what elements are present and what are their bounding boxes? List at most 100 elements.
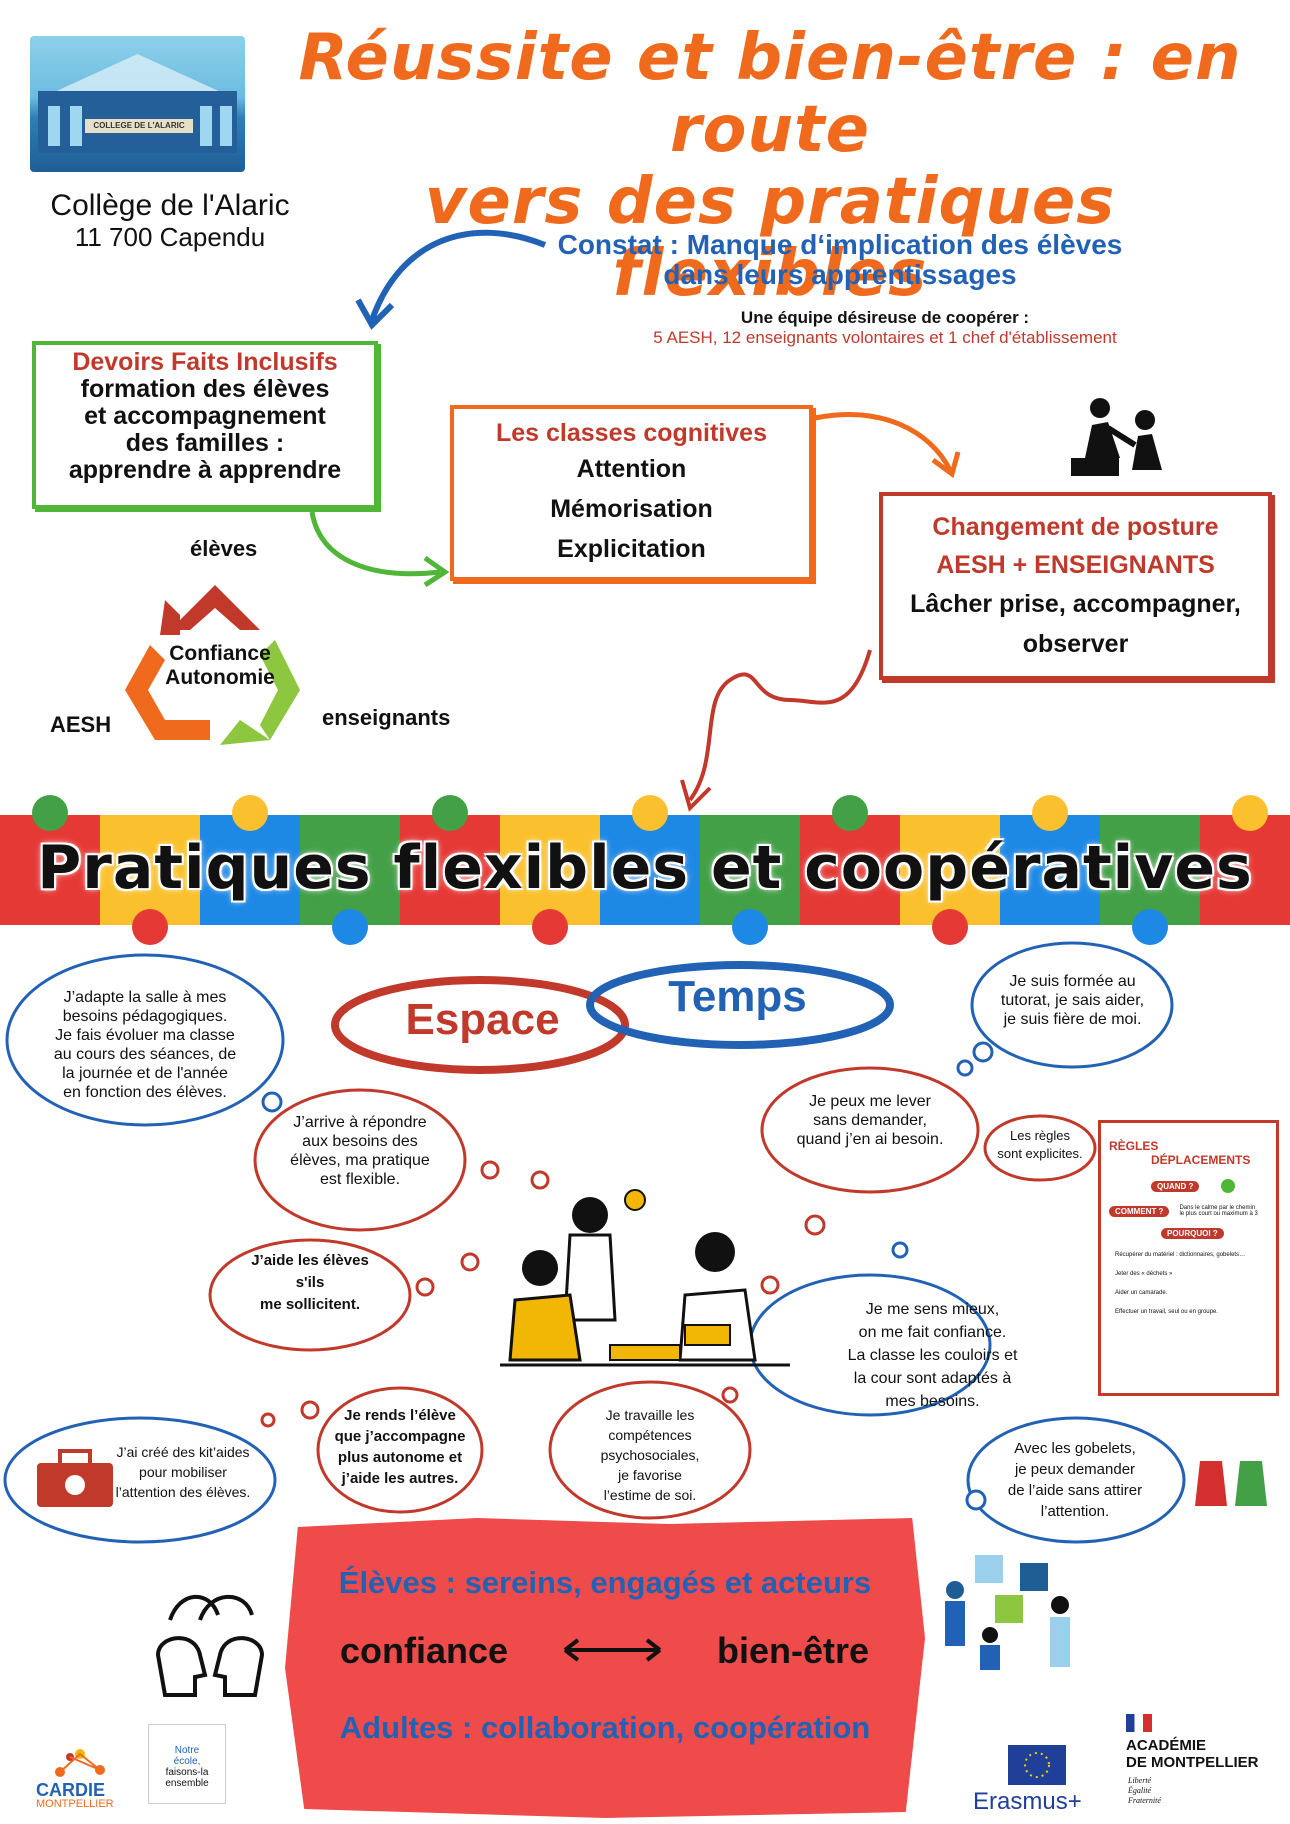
poster-comment-detail: Dans le calme par le chemin le plus cour… [1179, 1205, 1258, 1217]
cloud-line: Je peux me lever [809, 1093, 931, 1110]
cardie-sub: MONTPELLIER [36, 1798, 114, 1810]
two-heads-exchange-icon [155, 1594, 265, 1697]
notre-ecole-line: ensemble [165, 1778, 209, 1789]
cloud-regles: Les règles sont explicites. [990, 1127, 1090, 1163]
motto-line: Fraternité [1128, 1796, 1161, 1805]
notre-ecole-line: faisons-la [165, 1767, 209, 1778]
erasmus-logo: Erasmus+ [973, 1788, 1082, 1815]
students-illustration [500, 1189, 790, 1367]
cloud-line: J’aide les élèves [251, 1252, 369, 1269]
cloud-line: psychosociales, [600, 1447, 700, 1463]
box-devoirs-faits: Devoirs Faits Inclusifs formation des él… [32, 341, 378, 509]
devoirs-line: apprendre à apprendre [68, 456, 342, 484]
cloud-line: Je travaille les [605, 1407, 695, 1423]
cycle-center: Confiance Autonomie [150, 642, 290, 690]
cloud-line: l’attention des élèves. [115, 1484, 251, 1500]
cloud-line: tutorat, je sais aider, [1000, 992, 1145, 1009]
cloud-line: que j’accompagne [334, 1428, 466, 1445]
cloud-line: s'ils [295, 1274, 325, 1291]
conclusion-panel [285, 1518, 925, 1818]
motto-line: Liberté [1128, 1776, 1152, 1785]
espace-temps-rings [331, 961, 894, 1074]
page-title: Réussite et bien-être : en route vers de… [265, 22, 1275, 310]
cups-icon [1195, 1461, 1267, 1506]
double-arrow-icon [563, 1638, 662, 1662]
green-light-icon [1221, 1179, 1236, 1193]
cloud-line: La classe les couloirs et [847, 1347, 1018, 1364]
cloud-line: pour mobiliser [139, 1464, 227, 1480]
cardie-logo: CARDIE [36, 1780, 106, 1800]
school-city: 11 700 Capendu [74, 222, 266, 252]
cloud-line: on me fait confiance. [858, 1324, 1007, 1341]
posture-line: Lâcher prise, accompagner, [910, 590, 1241, 618]
poster-item: Jeter des « déchets » [1115, 1271, 1173, 1277]
box-changement-posture: Changement de posture AESH + ENSEIGNANTS… [879, 492, 1272, 680]
title-line-2: vers des pratiques flexibles [424, 165, 1116, 311]
classes-line: Explicitation [557, 535, 706, 563]
cloud-line: Je rends l’élève [344, 1407, 456, 1424]
classes-line: Mémorisation [550, 495, 713, 523]
cloud-line: au cours des séances, de [53, 1046, 237, 1063]
poster-item: Aider un camarade. [1115, 1290, 1168, 1296]
devoirs-line: et accompagnement [84, 402, 326, 430]
cloud-adapte-salle: J’adapte la salle à mes besoins pédagogi… [35, 988, 255, 1102]
conclusion-confiance: confiance [340, 1630, 509, 1671]
rules-poster: RÈGLES DÉPLACEMENTS QUAND ? COMMENT ? Da… [1098, 1120, 1279, 1396]
constat: Constat : Manque d‘implication des élève… [520, 230, 1160, 290]
poster-title-2: DÉPLACEMENTS [1151, 1153, 1251, 1167]
devoirs-line: des familles : [125, 429, 285, 457]
poster-comment: COMMENT ? [1109, 1205, 1170, 1217]
motto-line: Égalité [1128, 1786, 1152, 1795]
team-info: Une équipe désireuse de coopérer : 5 AES… [600, 308, 1170, 348]
cloud-line: je favorise [618, 1467, 682, 1483]
poster-item: Récupérer du matériel : dictionnaires, g… [1115, 1252, 1246, 1258]
cloud-line: Je fais évoluer ma classe [55, 1027, 235, 1044]
cloud-line: Avec les gobelets, [1014, 1440, 1136, 1457]
eu-flag-icon [1008, 1745, 1066, 1785]
posture-line: observer [1022, 630, 1129, 658]
classes-line: Attention [576, 455, 687, 483]
notre-ecole-logo: Notre école, faisons-la ensemble [148, 1724, 226, 1804]
cloud-pratique-flexible: J’arrive à répondre aux besoins des élèv… [270, 1113, 450, 1189]
academie-line-1: ACADÉMIE [1126, 1737, 1207, 1754]
academie-line-2: DE MONTPELLIER [1126, 1754, 1259, 1771]
cloud-line: je suis fière de moi. [1003, 1011, 1142, 1028]
cloud-line: Je suis formée au [1009, 973, 1136, 990]
cycle-right-label: enseignants [322, 705, 451, 730]
cloud-line: mes besoins. [885, 1393, 980, 1410]
devoirs-line: formation des élèves [80, 375, 330, 403]
conclusion-eleves: Élèves : sereins, engagés et acteurs [338, 1565, 872, 1600]
cloud-gobelets: Avec les gobelets, je peux demander de l… [995, 1438, 1155, 1522]
espace-label: Espace [405, 995, 560, 1044]
toolbox-icon [37, 1449, 113, 1507]
cloud-competences: Je travaille les compétences psychosocia… [570, 1405, 730, 1505]
college-photo: COLLEGE DE L'ALARIC [30, 36, 245, 172]
poster-item: Effectuer un travail, seul ou en groupe. [1115, 1309, 1218, 1315]
poster-pourquoi: POURQUOI ? [1161, 1228, 1224, 1239]
banner-title: Pratiques flexibles et coopératives [37, 833, 1253, 903]
cycle-center-2: Autonomie [165, 666, 275, 689]
cloud-line: sans demander, [813, 1112, 927, 1129]
cloud-line: de l’aide sans attirer [1007, 1482, 1143, 1499]
cloud-line: j’aide les autres. [341, 1470, 459, 1487]
cloud-line: me sollicitent. [259, 1296, 361, 1313]
cycle-top-label: élèves [190, 536, 258, 561]
poster-quand: QUAND ? [1151, 1180, 1200, 1192]
classes-title: Les classes cognitives [496, 419, 767, 447]
photo-sign: COLLEGE DE L'ALARIC [85, 119, 193, 133]
cloud-line: sont explicites. [997, 1146, 1083, 1161]
cloud-line: aux besoins des [302, 1133, 418, 1150]
cloud-tutorat: Je suis formée au tutorat, je sais aider… [985, 972, 1160, 1029]
notre-ecole-line: école, [173, 1756, 201, 1767]
cloud-line: est flexible. [319, 1171, 401, 1188]
cloud-line: l’attention. [1040, 1503, 1110, 1520]
french-flag-icon [1126, 1714, 1152, 1732]
box-classes-cognitives: Les classes cognitives Attention Mémoris… [450, 405, 813, 581]
cloud-line: la journée et de l'année [62, 1065, 228, 1082]
constat-line-1: Constat : Manque d‘implication des élève… [557, 229, 1123, 260]
cloud-line: quand j’en ai besoin. [796, 1131, 944, 1148]
puzzle-people-illustration [945, 1555, 1070, 1670]
academie-logo: ACADÉMIE DE MONTPELLIER [1126, 1737, 1259, 1771]
conclusion-adultes: Adultes : collaboration, coopération [339, 1710, 871, 1745]
